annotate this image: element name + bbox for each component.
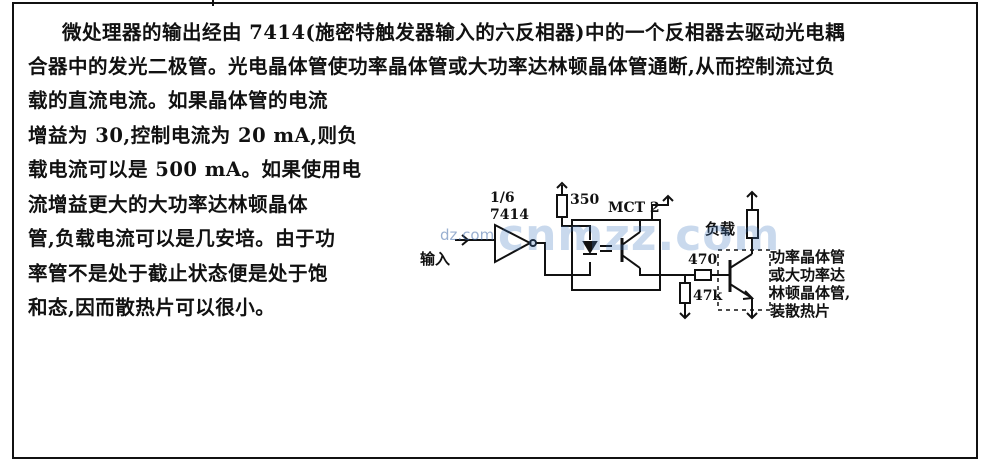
transistor-note-line: 林顿晶体管, xyxy=(770,284,851,302)
inverter-gate xyxy=(494,223,533,264)
r3-value-label: 47k xyxy=(693,288,723,304)
r1-value-label: 350 xyxy=(570,192,600,208)
optocoupler-label: MCT 2 xyxy=(608,200,660,216)
ground-arrow-2 xyxy=(746,312,758,320)
text-line: 合器中的发光二极管。光电晶体管使功率晶体管或大功率达林顿晶体管通断,从而控制流过… xyxy=(28,55,836,78)
paragraph-intro: 微处理器的输出经由 7414(施密特触发器输入的六反相器)中的一个反相器去驱动光… xyxy=(28,16,958,84)
r2-value-label: 470 xyxy=(688,252,718,268)
vcc-arrow-1 xyxy=(556,181,568,189)
text-line: 率管不是处于截止状态便是处于饱 xyxy=(28,261,329,285)
resistor-47k xyxy=(679,282,691,304)
text-line: 微处理器的输出经由 7414(施密特触发器输入的六反相器)中的一个反相器去驱动光… xyxy=(62,21,846,44)
text-line: 载的直流电流。如果晶体管的电流 xyxy=(28,89,329,112)
watermark-main: cnmzz.com xyxy=(498,210,781,261)
optocoupler-box xyxy=(571,219,661,291)
transistor-note: 功率晶体管 或大功率达 林顿晶体管, 装散热片 xyxy=(770,248,850,320)
heatsink-outline xyxy=(717,249,771,311)
top-tick-mark xyxy=(212,0,214,6)
text-line: 和态,因而散热片可以很小。 xyxy=(28,296,276,319)
vcc-arrow-2 xyxy=(662,194,674,202)
load-label: 负载 xyxy=(705,220,736,238)
gate-part-label: 7414 xyxy=(490,207,529,223)
input-arrow xyxy=(461,234,470,246)
text-line: 流增益更大的大功率达林顿晶体 xyxy=(28,192,309,216)
text-line: 增益为 30,控制电流为 20 mA,则负 xyxy=(28,123,358,147)
transistor-note-line: 功率晶体管 xyxy=(770,248,846,266)
text-line: 管,负载电流可以是几安培。由于功 xyxy=(28,227,336,250)
gate-fraction-label: 1/6 xyxy=(490,190,515,206)
text-line: 载电流可以是 500 mA。如果使用电 xyxy=(28,158,362,181)
resistor-470 xyxy=(694,269,712,281)
wire-r1-to-opto xyxy=(561,217,575,227)
transistor-note-line: 装散热片 xyxy=(770,302,831,320)
led-symbol xyxy=(582,241,598,254)
transistor-note-line: 或大功率达 xyxy=(770,266,846,284)
wire-gate-to-opto xyxy=(536,242,575,276)
ground-arrow-1 xyxy=(679,312,691,320)
paragraph-body: 载的直流电流。如果晶体管的电流 增益为 30,控制电流为 20 mA,则负 载电… xyxy=(28,84,378,326)
content-frame xyxy=(12,2,978,459)
watermark-small: dz.com xyxy=(440,226,495,244)
vcc-arrow-3 xyxy=(746,190,758,198)
input-label: 输入 xyxy=(420,250,451,268)
